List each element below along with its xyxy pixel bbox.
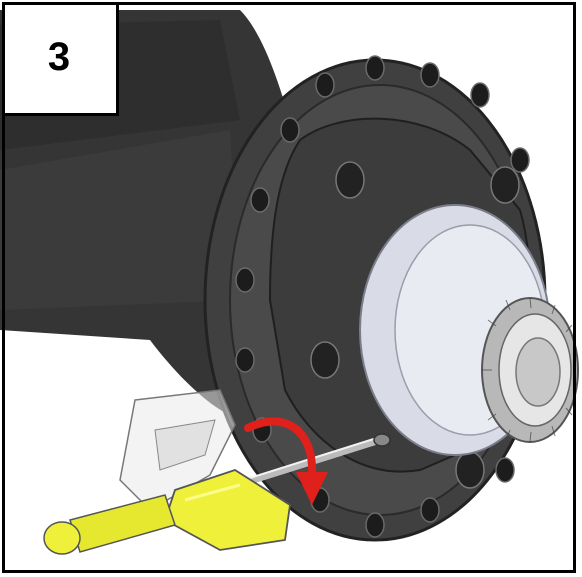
quick-release-lever-icon [43, 469, 291, 555]
step-number: 3 [47, 35, 71, 79]
step-number-box: 3 [2, 2, 119, 116]
spoke-holes [235, 55, 530, 538]
rotate-arrow-icon [244, 417, 328, 505]
